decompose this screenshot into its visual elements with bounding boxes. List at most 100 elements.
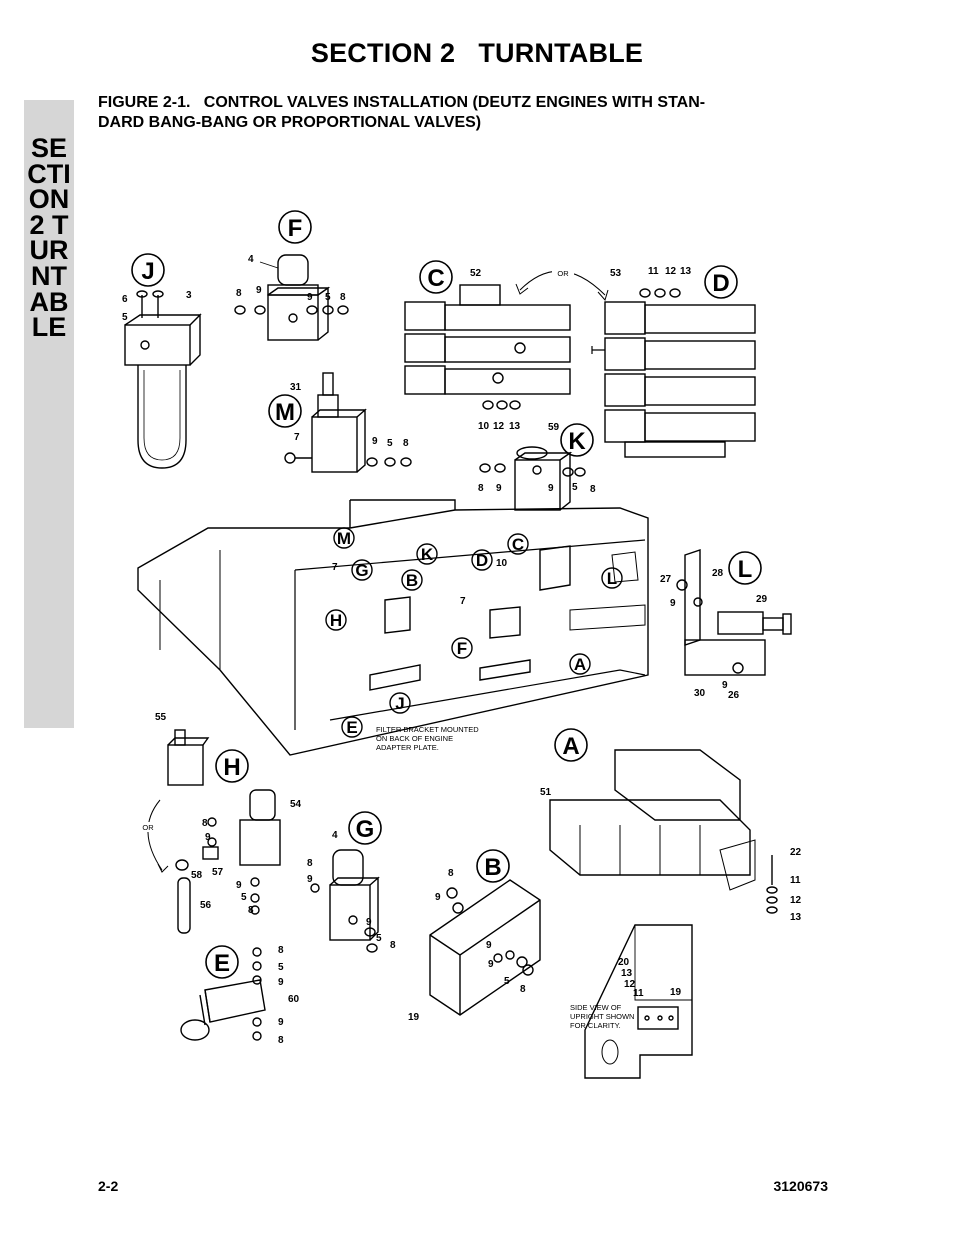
svg-text:3: 3 bbox=[186, 290, 192, 301]
svg-text:SIDE VIEW OF: SIDE VIEW OF bbox=[570, 1003, 622, 1012]
svg-text:8: 8 bbox=[448, 868, 454, 879]
svg-text:11: 11 bbox=[790, 875, 801, 886]
svg-text:ON BACK OF ENGINE: ON BACK OF ENGINE bbox=[376, 734, 453, 743]
detail-c: C 52 10 12 13 bbox=[404, 260, 571, 432]
svg-text:31: 31 bbox=[290, 382, 302, 393]
svg-text:5: 5 bbox=[325, 292, 331, 303]
svg-text:5: 5 bbox=[122, 312, 128, 323]
svg-text:A: A bbox=[574, 655, 586, 674]
page-number: 2-2 bbox=[98, 1178, 119, 1194]
svg-text:8: 8 bbox=[340, 292, 346, 303]
svg-text:FILTER BRACKET MOUNTED: FILTER BRACKET MOUNTED bbox=[376, 725, 479, 734]
svg-text:12: 12 bbox=[790, 895, 802, 906]
svg-text:9: 9 bbox=[486, 940, 492, 951]
detail-label-g: G bbox=[356, 816, 375, 843]
svg-text:12: 12 bbox=[665, 266, 677, 277]
detail-label-l: L bbox=[738, 556, 753, 583]
svg-text:9: 9 bbox=[307, 292, 313, 303]
detail-k: K 59 8 9 9 5 8 bbox=[478, 422, 596, 511]
detail-m: M 31 7 9 5 8 bbox=[268, 372, 412, 473]
detail-label-e: E bbox=[214, 950, 230, 977]
detail-e: E 8 5 9 60 9 8 bbox=[180, 945, 300, 1046]
detail-l: L 27 28 9 29 30 9 26 bbox=[660, 549, 792, 701]
svg-text:9: 9 bbox=[548, 483, 554, 494]
filter-bracket-note: FILTER BRACKET MOUNTED ON BACK OF ENGINE… bbox=[376, 725, 479, 752]
detail-label-f: F bbox=[288, 215, 303, 242]
detail-label-h: H bbox=[223, 754, 240, 781]
svg-text:27: 27 bbox=[660, 574, 672, 585]
svg-text:9: 9 bbox=[435, 892, 441, 903]
svg-text:9: 9 bbox=[278, 1017, 284, 1028]
svg-text:8: 8 bbox=[520, 984, 526, 995]
svg-text:59: 59 bbox=[548, 422, 560, 433]
svg-text:J: J bbox=[395, 694, 404, 713]
svg-text:10: 10 bbox=[496, 558, 508, 569]
svg-text:4: 4 bbox=[332, 830, 338, 841]
detail-label-k: K bbox=[568, 428, 586, 455]
detail-label-a: A bbox=[562, 733, 579, 760]
svg-text:8: 8 bbox=[278, 945, 284, 956]
svg-text:9: 9 bbox=[372, 436, 378, 447]
detail-label-m: M bbox=[275, 399, 295, 426]
svg-text:8: 8 bbox=[307, 858, 313, 869]
svg-text:7: 7 bbox=[332, 562, 338, 573]
svg-text:F: F bbox=[457, 639, 467, 658]
svg-text:8: 8 bbox=[390, 940, 396, 951]
svg-text:9: 9 bbox=[366, 917, 372, 928]
svg-text:55: 55 bbox=[155, 712, 167, 723]
svg-text:4: 4 bbox=[248, 254, 254, 265]
svg-text:G: G bbox=[355, 561, 368, 580]
svg-text:E: E bbox=[346, 718, 357, 737]
detail-h: H OR 55 54 8 9 57 58 9 5 8 56 bbox=[140, 712, 302, 934]
or-arrow-cd: OR bbox=[515, 266, 609, 302]
svg-text:19: 19 bbox=[670, 987, 682, 998]
detail-j: J 6 5 3 bbox=[122, 253, 202, 469]
svg-text:8: 8 bbox=[590, 484, 596, 495]
svg-text:52: 52 bbox=[470, 268, 482, 279]
svg-text:9: 9 bbox=[278, 977, 284, 988]
svg-text:9: 9 bbox=[236, 880, 242, 891]
detail-a: A 51 22 11 12 13 bbox=[540, 728, 802, 923]
svg-text:30: 30 bbox=[694, 688, 706, 699]
svg-text:9: 9 bbox=[307, 874, 313, 885]
exploded-parts-diagram: F 4 8 9 9 5 8 J 6 5 3 C bbox=[100, 210, 820, 1090]
figure-caption: FIGURE 2-1. CONTROL VALVES INSTALLATION … bbox=[98, 94, 706, 131]
svg-text:54: 54 bbox=[290, 799, 302, 810]
svg-text:5: 5 bbox=[504, 976, 510, 987]
svg-text:ADAPTER PLATE.: ADAPTER PLATE. bbox=[376, 743, 439, 752]
detail-f: F 4 8 9 9 5 8 bbox=[234, 210, 349, 341]
svg-text:8: 8 bbox=[478, 483, 484, 494]
svg-text:9: 9 bbox=[722, 680, 728, 691]
svg-text:5: 5 bbox=[376, 933, 382, 944]
svg-text:OR: OR bbox=[142, 823, 154, 832]
svg-text:D: D bbox=[476, 551, 488, 570]
svg-text:11: 11 bbox=[648, 266, 659, 277]
svg-text:20: 20 bbox=[618, 957, 630, 968]
svg-text:13: 13 bbox=[680, 266, 692, 277]
svg-text:5: 5 bbox=[387, 438, 393, 449]
svg-text:10: 10 bbox=[478, 421, 490, 432]
svg-text:29: 29 bbox=[756, 594, 768, 605]
detail-label-c: C bbox=[427, 265, 444, 292]
svg-text:9: 9 bbox=[256, 285, 262, 296]
svg-text:58: 58 bbox=[191, 870, 203, 881]
svg-text:60: 60 bbox=[288, 994, 300, 1005]
detail-g: G 4 8 9 9 5 8 bbox=[307, 811, 396, 953]
svg-text:8: 8 bbox=[248, 905, 254, 916]
svg-text:UPRIGHT SHOWN: UPRIGHT SHOWN bbox=[570, 1012, 634, 1021]
svg-text:OR: OR bbox=[557, 269, 569, 278]
detail-label-d: D bbox=[712, 270, 729, 297]
svg-text:9: 9 bbox=[496, 483, 502, 494]
svg-text:B: B bbox=[406, 571, 418, 590]
svg-text:7: 7 bbox=[294, 432, 300, 443]
svg-text:13: 13 bbox=[790, 912, 802, 923]
svg-text:8: 8 bbox=[202, 818, 208, 829]
svg-text:M: M bbox=[337, 529, 351, 548]
turntable-frame: M G H K B D C L F A J E 7 10 7 FILTER BR… bbox=[137, 499, 649, 756]
svg-text:12: 12 bbox=[624, 979, 636, 990]
document-number: 3120673 bbox=[773, 1178, 828, 1194]
svg-text:22: 22 bbox=[790, 847, 802, 858]
frame-callout-labels: M G H K B D C L F A J E bbox=[325, 527, 623, 738]
svg-text:51: 51 bbox=[540, 787, 552, 798]
svg-text:9: 9 bbox=[205, 832, 211, 843]
